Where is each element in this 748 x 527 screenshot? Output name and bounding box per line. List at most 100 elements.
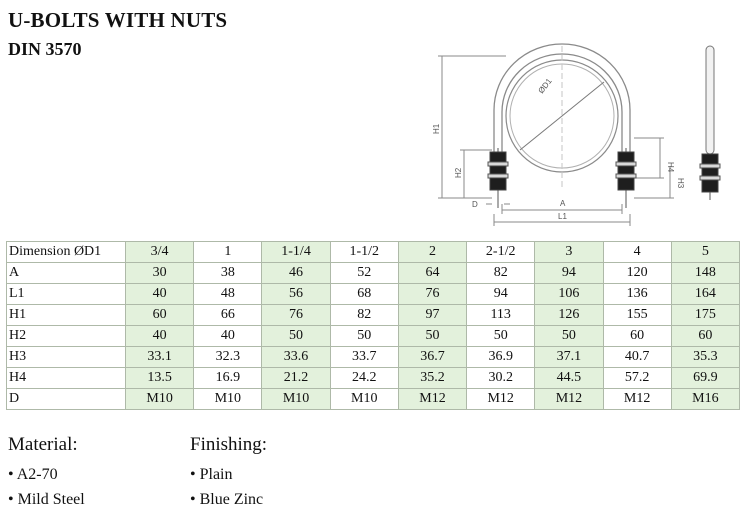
row-header: Dimension ØD1 <box>6 241 126 263</box>
finishing-item: • Plain <box>190 466 233 483</box>
table-cell: 56 <box>261 283 331 305</box>
table-cell: 32.3 <box>193 346 263 368</box>
u-bolt-outer-outline <box>493 43 631 188</box>
label-h3: H3 <box>676 178 685 189</box>
row-header: H1 <box>6 304 126 326</box>
table-cell: 40 <box>193 325 263 347</box>
table-cell: M10 <box>124 388 195 410</box>
table-cell: 36.9 <box>466 346 536 368</box>
table-cell: 30.2 <box>466 367 536 389</box>
table-cell: 106 <box>534 283 604 305</box>
table-cell: 136 <box>602 283 672 305</box>
table-cell: 30 <box>124 262 195 284</box>
table-cell: 94 <box>534 262 604 284</box>
table-cell: 64 <box>397 262 468 284</box>
table-cell: 68 <box>329 283 399 305</box>
finishing-item: • Blue Zinc <box>190 491 264 508</box>
table-cell: 13.5 <box>124 367 195 389</box>
table-cell: 1-1/2 <box>329 241 399 263</box>
row-header: H4 <box>6 367 126 389</box>
page-title: U-BOLTS WITH NUTS <box>8 8 228 32</box>
diameter-line <box>519 81 605 151</box>
table-cell: 3/4 <box>124 241 195 263</box>
table-cell: 37.1 <box>534 346 604 368</box>
table-cell: 60 <box>670 325 741 347</box>
row-header: A <box>6 262 126 284</box>
table-cell: 50 <box>261 325 331 347</box>
table-cell: 33.1 <box>124 346 195 368</box>
table-cell: M10 <box>329 388 399 410</box>
table-cell: 4 <box>602 241 672 263</box>
label-h1: H1 <box>432 123 441 134</box>
table-cell: 33.6 <box>261 346 331 368</box>
table-cell: 5 <box>670 241 741 263</box>
material-heading: Material: <box>8 434 78 455</box>
table-cell: 50 <box>534 325 604 347</box>
row-header: D <box>6 388 126 410</box>
nut-set-right <box>615 151 637 191</box>
table-cell: 82 <box>466 262 536 284</box>
table-cell: M16 <box>670 388 741 410</box>
table-cell: 33.7 <box>329 346 399 368</box>
table-cell: 76 <box>261 304 331 326</box>
table-cell: 40.7 <box>602 346 672 368</box>
label-h2: H2 <box>454 167 463 178</box>
table-cell: M12 <box>534 388 604 410</box>
label-a: A <box>560 199 566 208</box>
material-item: • Mild Steel <box>8 491 85 508</box>
table-cell: 120 <box>602 262 672 284</box>
table-cell: 1 <box>193 241 263 263</box>
table-cell: M10 <box>193 388 263 410</box>
table-cell: 3 <box>534 241 604 263</box>
u-bolt-technical-drawing: ØD1 H1 H2 H4 H3 A L1 D <box>432 43 721 226</box>
label-l1: L1 <box>558 212 567 221</box>
table-cell: 52 <box>329 262 399 284</box>
table-cell: 50 <box>329 325 399 347</box>
table-cell: 60 <box>124 304 195 326</box>
side-view <box>699 45 721 200</box>
table-cell: 69.9 <box>670 367 741 389</box>
u-bolt-inner-outline <box>501 53 623 188</box>
table-cell: 35.3 <box>670 346 741 368</box>
table-cell: 175 <box>670 304 741 326</box>
table-cell: 97 <box>397 304 468 326</box>
table-cell: 50 <box>397 325 468 347</box>
table-cell: 57.2 <box>602 367 672 389</box>
table-cell: 50 <box>466 325 536 347</box>
page-subtitle: DIN 3570 <box>8 39 82 59</box>
finishing-section: Finishing: • Plain • Blue Zinc <box>190 434 267 512</box>
table-cell: 66 <box>193 304 263 326</box>
table-cell: M12 <box>602 388 672 410</box>
table-cell: 126 <box>534 304 604 326</box>
table-cell: 38 <box>193 262 263 284</box>
table-cell: 60 <box>602 325 672 347</box>
table-cell: 148 <box>670 262 741 284</box>
material-section: Material: • A2-70 • Mild Steel <box>8 434 85 512</box>
table-cell: 155 <box>602 304 672 326</box>
table-cell: 113 <box>466 304 536 326</box>
table-cell: 35.2 <box>397 367 468 389</box>
table-cell: M10 <box>261 388 331 410</box>
table-cell: 82 <box>329 304 399 326</box>
table-cell: 16.9 <box>193 367 263 389</box>
table-cell: 164 <box>670 283 741 305</box>
table-cell: 2 <box>397 241 468 263</box>
nut-set-left <box>487 151 509 191</box>
table-cell: 46 <box>261 262 331 284</box>
table-cell: M12 <box>466 388 536 410</box>
row-header: L1 <box>6 283 126 305</box>
label-d: D <box>472 200 478 209</box>
table-cell: 24.2 <box>329 367 399 389</box>
table-cell: M12 <box>397 388 468 410</box>
table-cell: 44.5 <box>534 367 604 389</box>
table-cell: 40 <box>124 283 195 305</box>
label-h4: H4 <box>666 162 675 173</box>
finishing-heading: Finishing: <box>190 434 268 455</box>
